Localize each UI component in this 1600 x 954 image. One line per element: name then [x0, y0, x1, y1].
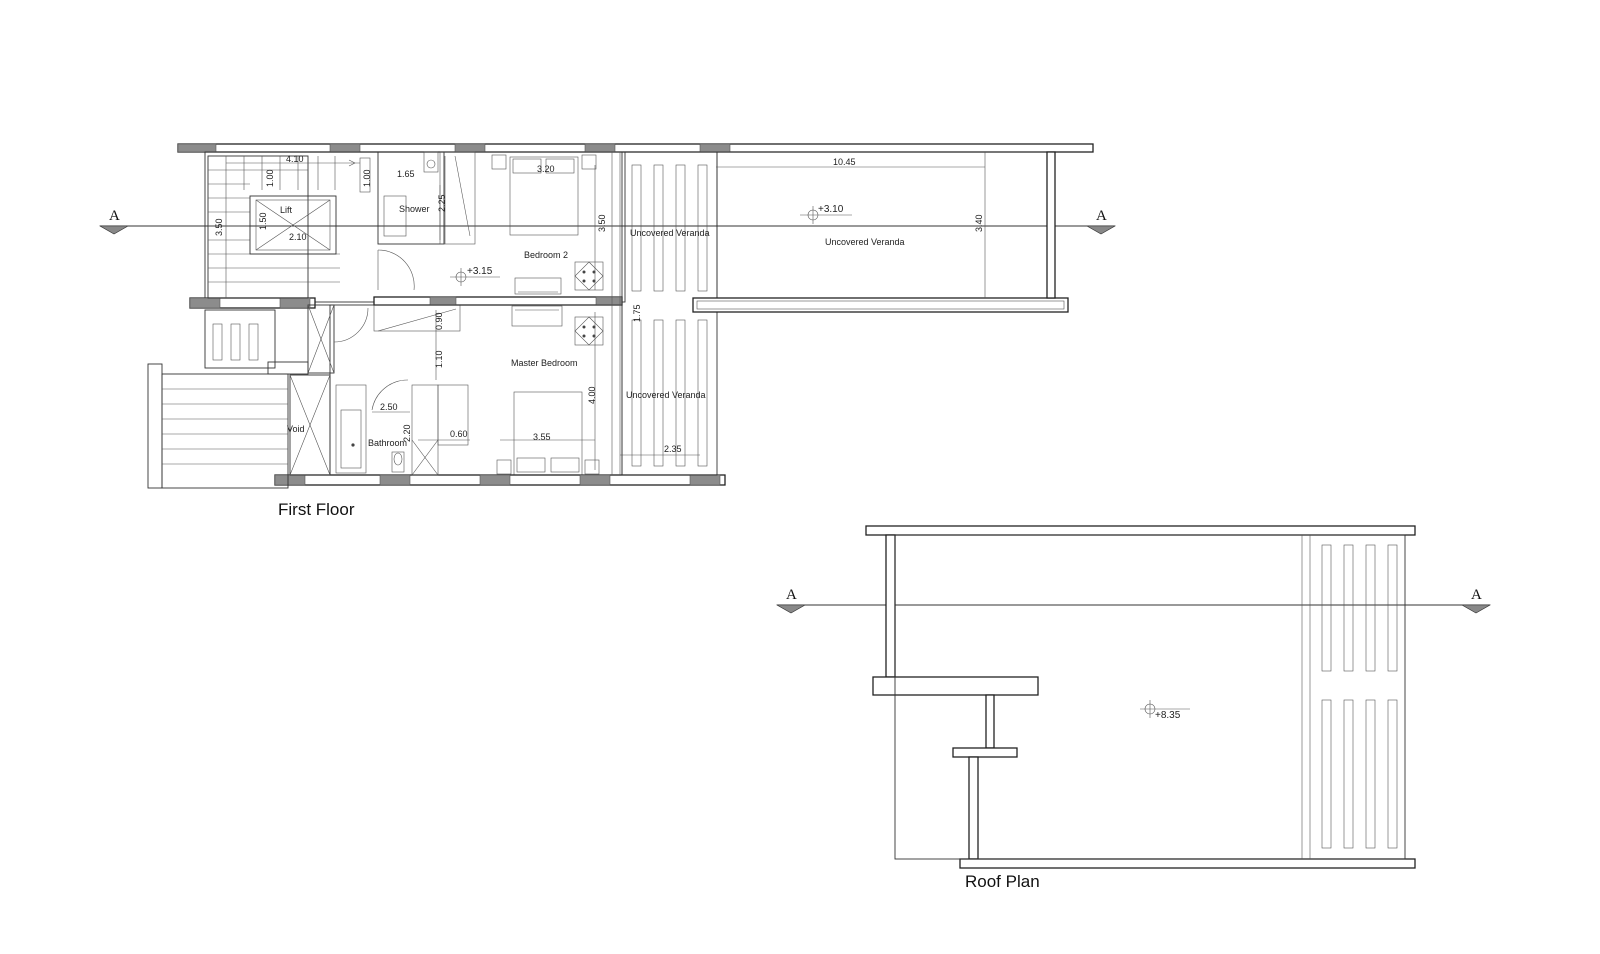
section-line-aa-first-floor: A A [98, 208, 1117, 235]
room-label-bathroom: Bathroom [368, 438, 407, 448]
dim-2-10: 2.10 [289, 232, 307, 242]
roof-stem [985, 694, 995, 749]
room-label-void: Void [287, 424, 305, 434]
roof-ledge-small [952, 747, 1018, 758]
room-label-veranda-b: Uncovered Veranda [825, 237, 905, 247]
dim-3-20: 3.20 [537, 164, 555, 174]
wardrobe-hatch [377, 308, 457, 332]
dim-4-00: 4.00 [587, 386, 597, 404]
roof-pergola-slats [1301, 535, 1398, 859]
section-label-a-roof-left: A [786, 587, 797, 603]
wall-column [279, 297, 311, 309]
veranda-parapet [692, 297, 1069, 313]
staircase [207, 155, 360, 299]
roof-lower-left-wall [968, 756, 979, 860]
dim-1-00-a: 1.00 [265, 169, 275, 187]
dimensions-first-floor: 4.10 1.00 1.00 1.65 2.25 3.50 1.50 2.10 … [214, 152, 986, 470]
level-text-plus-3-15: +3.15 [467, 266, 493, 277]
dim-2-50: 2.50 [380, 402, 398, 412]
dim-3-50-a: 3.50 [214, 218, 224, 236]
bedroom-2: Bedroom 2 3.20 [491, 154, 604, 295]
level-text-plus-8-35: +8.35 [1155, 710, 1181, 721]
wall-column [177, 143, 217, 153]
wall-column [189, 297, 221, 309]
void-area: Void [287, 304, 335, 476]
wall-column [329, 143, 361, 153]
level-text-plus-3-10: +3.10 [818, 204, 844, 215]
dim-4-10: 4.10 [286, 154, 304, 164]
external-stair-left [147, 309, 309, 489]
dim-2-20: 2.20 [402, 424, 412, 442]
section-label-a-roof-right: A [1471, 587, 1482, 603]
uncovered-veranda-large: Uncovered Veranda +3.10 [692, 151, 1069, 313]
room-label-veranda-a: Uncovered Veranda [630, 228, 710, 238]
title-first-floor: First Floor [278, 500, 355, 519]
roof-left-wall [885, 534, 896, 678]
roof-slab-outline [894, 534, 1406, 860]
door-swing [333, 307, 369, 343]
dim-1-00-b: 1.00 [362, 169, 372, 187]
level-mark-roof: +8.35 [1140, 700, 1190, 721]
wall-column [595, 296, 623, 306]
dim-2-25: 2.25 [437, 194, 447, 212]
dim-10-45: 10.45 [833, 157, 856, 167]
roof-plan: A A +8.35 Roof Plan [775, 525, 1492, 891]
section-line-aa-roof: A A [775, 587, 1492, 614]
wall-column [379, 474, 411, 486]
top-slab-edge [177, 143, 1094, 153]
dim-3-40: 3.40 [974, 214, 984, 232]
wall-column [579, 474, 611, 486]
dim-0-60: 0.60 [450, 429, 468, 439]
shower-room: Shower [359, 151, 476, 245]
wall-column [584, 143, 616, 153]
lift-shaft: Lift [249, 195, 337, 255]
wall-column [274, 474, 306, 486]
veranda-pergola: Uncovered Veranda Uncovered Veranda [611, 151, 718, 476]
dim-1-10: 1.10 [434, 350, 444, 368]
wall-column [689, 474, 721, 486]
wall-column [699, 143, 731, 153]
dim-3-55: 3.55 [533, 432, 551, 442]
roof-bottom-parapet [959, 858, 1416, 869]
bathroom: Bathroom [335, 379, 469, 476]
dim-1-65: 1.65 [397, 169, 415, 179]
section-label-a-right: A [1096, 208, 1107, 224]
dim-1-50: 1.50 [258, 212, 268, 230]
wall-column [454, 143, 486, 153]
room-label-lift: Lift [280, 205, 293, 215]
dim-0-90: 0.90 [434, 312, 444, 330]
room-label-master-bedroom: Master Bedroom [511, 358, 578, 368]
room-label-veranda-c: Uncovered Veranda [626, 390, 706, 400]
room-label-bedroom-2: Bedroom 2 [524, 250, 568, 260]
room-label-shower: Shower [399, 204, 430, 214]
first-floor-plan: A A [98, 143, 1117, 519]
roof-ledge [872, 676, 1039, 696]
corridor-wall [373, 296, 623, 306]
dim-1-75: 1.75 [632, 304, 642, 322]
section-label-a-left: A [109, 208, 120, 224]
level-mark-bedroom-2: +3.15 [450, 266, 500, 286]
wall-column [479, 474, 511, 486]
dim-2-35: 2.35 [664, 444, 682, 454]
built-in-wardrobe [373, 304, 461, 332]
title-roof-plan: Roof Plan [965, 872, 1040, 891]
roof-top-parapet [865, 525, 1416, 536]
wall-column [429, 296, 457, 306]
dim-3-50-b: 3.50 [597, 214, 607, 232]
door-swing [377, 249, 415, 291]
